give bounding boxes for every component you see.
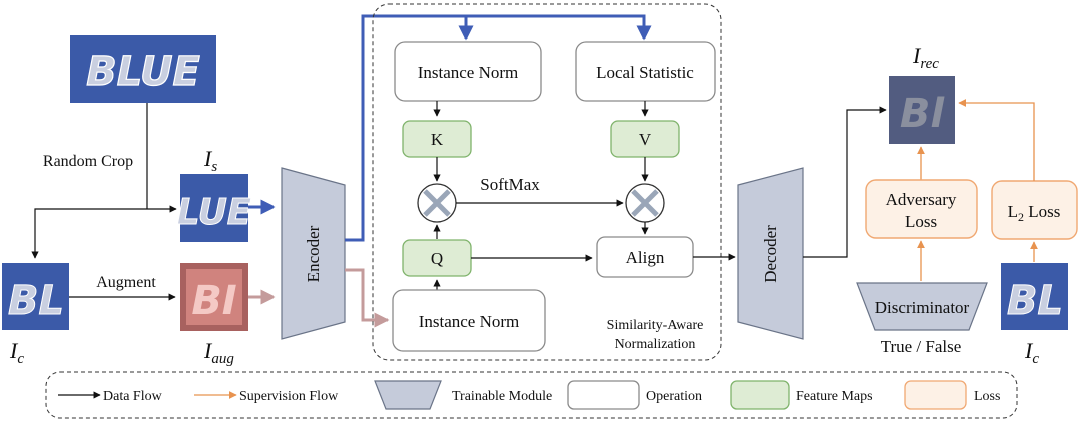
adversary-loss-line1: Adversary	[886, 190, 957, 209]
reconstructed-image-text: Bl	[900, 91, 945, 137]
reconstructed-image: Bl	[889, 76, 955, 144]
legend-loss-label: Loss	[974, 389, 1000, 404]
content-image: BL	[2, 263, 69, 330]
content-target-text: BL	[1007, 278, 1063, 324]
l2-loss-label: L2 Loss	[1008, 202, 1061, 224]
decoder-label: Decoder	[761, 225, 780, 283]
legend-feature-label: Feature Maps	[796, 389, 873, 404]
decoder-module: Decoder	[737, 167, 804, 340]
multiply-icon	[625, 183, 665, 223]
instance-norm-bottom-box: Instance Norm	[392, 289, 546, 352]
decoder-to-output-arrow	[803, 106, 887, 258]
align-box: Align	[596, 236, 694, 278]
true-false-label: True / False	[881, 337, 962, 356]
q-label: Q	[431, 249, 443, 268]
random-crop-label: Random Crop	[43, 153, 133, 170]
sa-norm-label-line2: Normalization	[615, 337, 696, 352]
style-to-norm-arrow	[363, 14, 474, 41]
content-image-text: BL	[8, 278, 64, 324]
local-statistic-label: Local Statistic	[596, 63, 694, 82]
content-feature-flow	[345, 268, 390, 328]
instance-norm-top-label: Instance Norm	[418, 63, 519, 82]
encoder-label: Encoder	[304, 225, 323, 282]
symbol-i-c-target: Ic	[1024, 338, 1039, 367]
instance-norm-top-box: Instance Norm	[394, 41, 542, 102]
legend-box	[45, 371, 1018, 419]
legend-trainable-label: Trainable Module	[452, 389, 552, 404]
legend-operation-label: Operation	[646, 389, 702, 404]
legend-operation-swatch	[567, 380, 640, 410]
l2-to-output-arrow	[958, 99, 1035, 181]
instance-norm-bottom-label: Instance Norm	[419, 312, 520, 331]
legend-supervision-label: Supervision Flow	[239, 389, 339, 404]
legend-trainable-swatch	[374, 380, 442, 410]
blue-source-image: BLUE	[70, 35, 216, 103]
k-label: K	[431, 130, 444, 149]
align-label: Align	[626, 248, 665, 267]
discriminator-module: Discriminator	[856, 282, 988, 331]
legend-data-flow-label: Data Flow	[103, 389, 163, 404]
softmax-label: SoftMax	[480, 175, 540, 194]
legend-loss-swatch	[904, 380, 967, 410]
style-crop-image: LUE	[176, 174, 252, 242]
v-label: V	[639, 130, 652, 149]
symbol-i-c: Ic	[9, 338, 24, 367]
content-target-image: BL	[1001, 263, 1068, 330]
augmented-image-text: BI	[191, 278, 236, 324]
style-to-stat-arrow	[380, 14, 652, 41]
style-crop-text: LUE	[177, 192, 252, 233]
k-feature-box: K	[402, 120, 472, 158]
symbol-i-aug: Iaug	[203, 338, 234, 367]
local-statistic-box: Local Statistic	[575, 41, 716, 102]
sa-norm-label-line1: Similarity-Aware	[607, 318, 704, 333]
symbol-i-s: Is	[203, 146, 217, 175]
sa-norm-container	[372, 3, 722, 361]
blue-source-text: BLUE	[86, 49, 200, 95]
q-feature-box: Q	[402, 239, 472, 277]
augment-label: Augment	[96, 274, 156, 291]
augmented-image: BI	[180, 263, 248, 331]
discriminator-label: Discriminator	[875, 298, 970, 317]
adversary-loss-box: Adversary Loss	[865, 179, 978, 239]
adversary-loss-line2: Loss	[905, 212, 937, 231]
v-feature-box: V	[610, 120, 680, 158]
multiply-icon	[417, 183, 457, 223]
legend-feature-swatch	[730, 380, 790, 410]
crop-to-content-arrow	[31, 208, 147, 259]
encoder-module: Encoder	[281, 167, 346, 340]
l2-loss-box: L2 Loss	[991, 180, 1078, 240]
symbol-i-rec: Irec	[912, 43, 939, 72]
